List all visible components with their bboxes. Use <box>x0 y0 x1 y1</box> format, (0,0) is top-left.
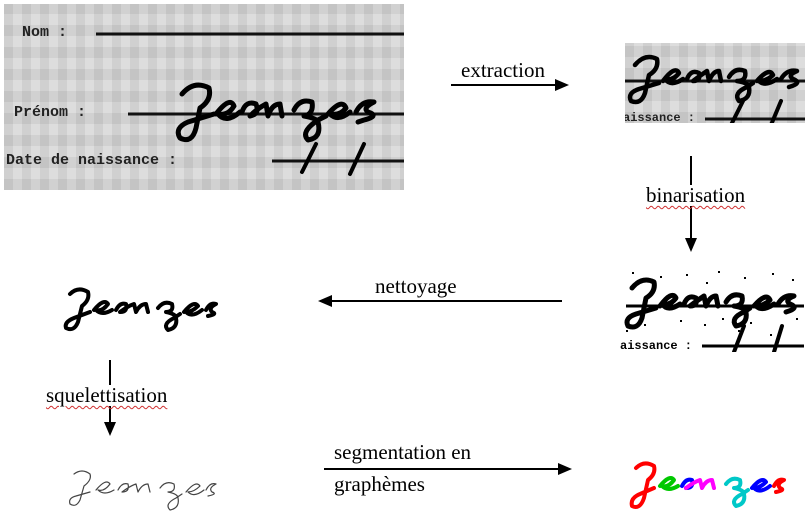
prenom-label: Prénom : <box>14 104 87 121</box>
extracted-handwriting <box>625 54 805 123</box>
form-lines-and-handwriting <box>96 32 404 176</box>
step-label-binarisation: binarisation <box>646 183 746 207</box>
scanned-form-image: Nom : Prénom : Date de naissance : <box>4 4 404 190</box>
binar-partial-label: aissance : <box>620 339 693 352</box>
step-label-segmentation-line1: segmentation en <box>334 440 472 464</box>
grapheme-segment <box>684 478 716 490</box>
extracted-zone-image: aissance : <box>625 43 805 123</box>
grapheme-segment <box>658 476 680 491</box>
naissance-label: Date de naissance : <box>6 152 178 169</box>
binary-speckle-noise <box>624 271 804 352</box>
handwriting-georges <box>175 82 377 143</box>
step-label-squelettisation: squelettisation <box>46 383 168 407</box>
skeleton-word-image <box>69 470 217 511</box>
step-label-nettoyage: nettoyage <box>375 274 457 298</box>
cleaned-word-image <box>63 287 218 332</box>
arrow-extraction <box>451 79 569 91</box>
arrow-nettoyage <box>318 295 562 307</box>
nom-label: Nom : <box>22 24 68 41</box>
arrow-segmentation <box>324 463 572 475</box>
grapheme-segment <box>750 478 772 493</box>
grapheme-segment <box>724 476 750 508</box>
graphemes-word-image <box>629 461 786 509</box>
grapheme-segment <box>772 477 786 494</box>
date-slashes <box>300 142 366 176</box>
binarized-zone-image: aissance : <box>620 268 804 352</box>
extract-partial-label: aissance : <box>625 111 696 123</box>
step-label-extraction: extraction <box>461 58 545 82</box>
grapheme-segment <box>629 461 657 509</box>
step-label-segmentation-line2: graphèmes <box>334 472 425 496</box>
